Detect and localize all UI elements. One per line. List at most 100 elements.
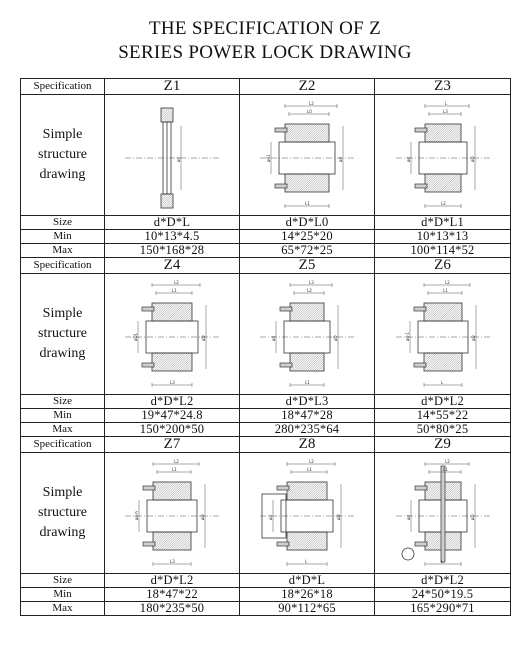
svg-text:L2: L2 xyxy=(309,459,314,464)
model-name-z6: Z6 xyxy=(374,257,511,274)
specification-label: Specification xyxy=(20,436,105,453)
model-name-z4: Z4 xyxy=(104,257,240,274)
size-value-z1: d*D*L xyxy=(104,215,240,230)
svg-text:L3: L3 xyxy=(309,280,314,285)
svg-text:øD: øD xyxy=(470,514,475,520)
svg-text:L: L xyxy=(441,380,444,385)
size-label: Size xyxy=(20,215,105,230)
svg-text:ød: ød xyxy=(406,515,411,520)
model-name-z5: Z5 xyxy=(239,257,375,274)
size-value-z2: d*D*L0 xyxy=(239,215,375,230)
svg-text:L1: L1 xyxy=(443,288,448,293)
svg-text:øD: øD xyxy=(200,514,205,520)
size-value-z9: d*D*L2 xyxy=(374,573,511,588)
svg-text:L3: L3 xyxy=(170,380,175,385)
max-value-z9: 165*290*71 xyxy=(374,601,511,616)
svg-text:L2: L2 xyxy=(174,459,179,464)
min-label: Min xyxy=(20,587,105,602)
model-name-z7: Z7 xyxy=(104,436,240,453)
svg-text:ød: ød xyxy=(338,157,343,162)
max-value-z1: 150*168*28 xyxy=(104,243,240,258)
size-value-z5: d*D*L3 xyxy=(239,394,375,409)
size-value-z8: d*D*L xyxy=(239,573,375,588)
size-value-z7: d*D*L2 xyxy=(104,573,240,588)
min-value-z7: 18*47*22 xyxy=(104,587,240,602)
structure-drawing-label: Simple structure drawing xyxy=(20,452,105,574)
svg-text:øD: øD xyxy=(333,335,338,341)
svg-text:L3: L3 xyxy=(443,109,448,114)
structure-drawing-label: Simple structure drawing xyxy=(20,273,105,395)
svg-text:L0: L0 xyxy=(307,109,312,114)
svg-text:L3: L3 xyxy=(170,559,175,564)
svg-text:L2: L2 xyxy=(309,101,314,106)
model-name-z8: Z8 xyxy=(239,436,375,453)
svg-text:L1: L1 xyxy=(307,467,312,472)
min-value-z4: 19*47*24.8 xyxy=(104,408,240,423)
size-label: Size xyxy=(20,394,105,409)
min-value-z8: 18*26*18 xyxy=(239,587,375,602)
max-label: Max xyxy=(20,422,105,437)
max-value-z4: 150*200*50 xyxy=(104,422,240,437)
page-title-line1: THE SPECIFICATION OF Z xyxy=(149,18,381,39)
min-value-z3: 10*13*13 xyxy=(374,229,511,244)
svg-text:L: L xyxy=(445,101,448,106)
svg-text:ød1: ød1 xyxy=(266,154,271,162)
svg-text:øD: øD xyxy=(336,514,341,520)
model-name-z3: Z3 xyxy=(374,78,511,95)
structure-drawing-z1: ød xyxy=(104,94,240,216)
max-value-z5: 280*235*64 xyxy=(239,422,375,437)
svg-text:ød-1: ød-1 xyxy=(405,332,410,341)
svg-text:øD: øD xyxy=(201,335,206,341)
svg-text:L2: L2 xyxy=(445,459,450,464)
model-name-z1: Z1 xyxy=(104,78,240,95)
min-value-z9: 24*50*19.5 xyxy=(374,587,511,602)
max-value-z2: 65*72*25 xyxy=(239,243,375,258)
svg-text:øD: øD xyxy=(471,335,476,341)
svg-text:ød: ød xyxy=(268,515,273,520)
svg-text:L: L xyxy=(305,559,308,564)
min-value-z6: 14*55*22 xyxy=(374,408,511,423)
svg-text:ød: ød xyxy=(176,157,181,162)
max-value-z3: 100*114*52 xyxy=(374,243,511,258)
size-value-z4: d*D*L2 xyxy=(104,394,240,409)
svg-text:L1: L1 xyxy=(443,467,448,472)
svg-text:øD: øD xyxy=(470,156,475,162)
max-label: Max xyxy=(20,243,105,258)
svg-text:øD1: øD1 xyxy=(133,332,138,341)
size-label: Size xyxy=(20,573,105,588)
svg-text:L2: L2 xyxy=(441,201,446,206)
page-title-line2: SERIES POWER LOCK DRAWING xyxy=(118,42,412,63)
max-value-z6: 50*80*25 xyxy=(374,422,511,437)
structure-drawing-label: Simple structure drawing xyxy=(20,94,105,216)
svg-text:L1: L1 xyxy=(172,467,177,472)
svg-text:L2: L2 xyxy=(445,280,450,285)
size-value-z6: d*D*L2 xyxy=(374,394,511,409)
svg-text:L: L xyxy=(441,559,444,564)
max-value-z7: 180*235*50 xyxy=(104,601,240,616)
svg-text:ød: ød xyxy=(271,336,276,341)
specification-label: Specification xyxy=(20,257,105,274)
min-label: Min xyxy=(20,229,105,244)
min-value-z5: 18*47*28 xyxy=(239,408,375,423)
